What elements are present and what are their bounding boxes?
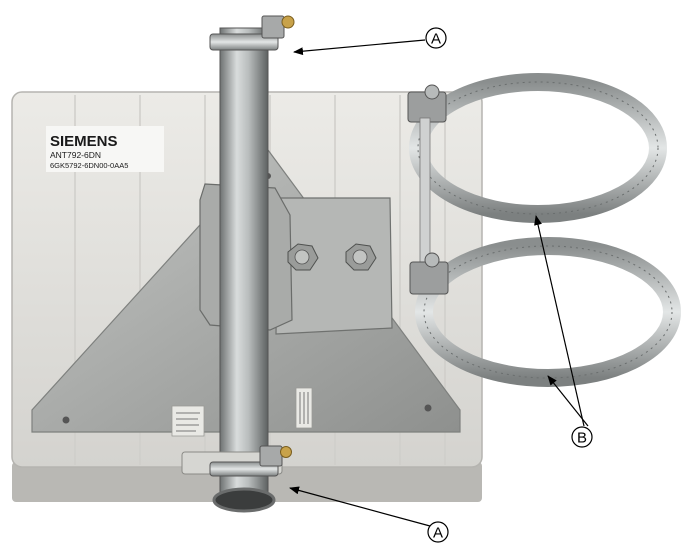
callout-label-bottom-a: A (427, 521, 449, 543)
mounting-pipe (212, 27, 276, 513)
product-label: SIEMENS ANT792-6DN 6GK5792-6DN00-0AA5 (46, 126, 164, 172)
hex-bolt (287, 243, 319, 271)
clamp-screw (281, 15, 295, 29)
callout-circle (427, 521, 449, 543)
clamp-housing (261, 15, 285, 39)
label-order-number: 6GK5792-6DN00-0AA5 (50, 161, 128, 170)
pipe-opening (212, 487, 276, 513)
clamp-perforation (423, 245, 673, 379)
callout-text: A (433, 525, 443, 542)
side-sticker-lines (299, 392, 309, 424)
label-sticker (46, 126, 164, 172)
spec-sticker-lines (176, 412, 200, 432)
clamp-connector-strap (419, 117, 431, 269)
callout-circle (425, 27, 447, 49)
plate-screw (62, 416, 70, 424)
label-model: ANT792-6DN (50, 150, 101, 160)
upper-mast-clamp (407, 73, 667, 223)
callout-line-b-lower (547, 375, 589, 427)
callout-line-bottom-a (289, 486, 431, 527)
plate-stickers (171, 387, 313, 437)
callout-line-b-upper (534, 215, 585, 427)
callout-label-top-a: A (425, 27, 447, 49)
hex-bolt (345, 243, 377, 271)
clamp-screw (280, 446, 292, 458)
callout-label-b: B (571, 426, 593, 448)
clamp-screw (424, 84, 440, 100)
callout-lines (289, 39, 589, 527)
top-pipe-clamp (209, 15, 295, 51)
clamp-housing (259, 445, 283, 467)
bottom-pipe-clamp (181, 445, 292, 477)
callout-circle (571, 426, 593, 448)
callout-line-top-a (293, 39, 426, 56)
plate-screw (424, 404, 432, 412)
label-brand: SIEMENS (50, 133, 118, 150)
callout-text: B (577, 430, 587, 447)
callout-text: A (431, 31, 441, 48)
clamp-screw (424, 252, 440, 268)
clamp-perforation (417, 81, 659, 215)
